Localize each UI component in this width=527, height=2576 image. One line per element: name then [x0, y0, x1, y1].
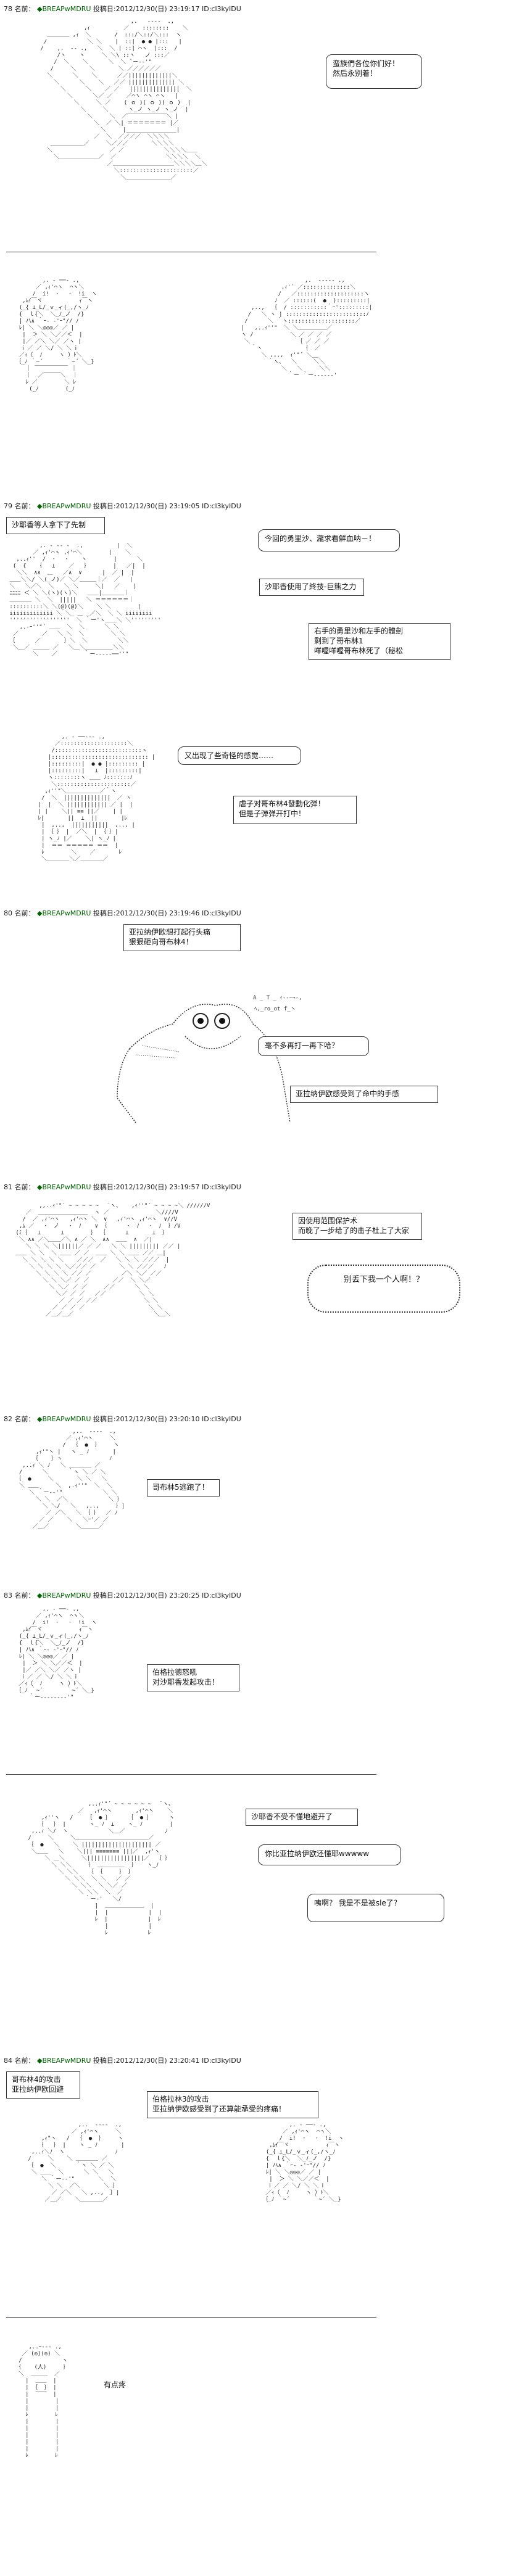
ascii-art-fleeing-goblin: ,.. -‐‐- ., ／ ,ｨ'⌒ヽ ＼ / ｛ ● ｝ ヽ ,ｨ'"ヽ | … — [15, 1429, 125, 1530]
post-author-link[interactable]: ◆BREAPwMDRU — [37, 502, 91, 510]
narration-box: 亚拉纳伊欧感受到了命中的手感 — [290, 1086, 438, 1103]
post-date: 投稿日:2012/12/30(日) 23:19:46 — [93, 909, 200, 917]
speech-bubble: 又出现了些奇怪的感觉…… — [178, 746, 301, 765]
section-divider — [6, 1774, 376, 1775]
speech-bubble: 你比亚拉纳伊欧还懂耶wwwww — [258, 1844, 401, 1865]
ascii-art-group: ,,..ｨ'"´ ~ ~ ~ ~ ~ ｀ﾞヽ、 ,ｨ''"´ ~ ~ ~ ~＼ … — [15, 1203, 210, 1318]
post-author-link[interactable]: ◆BREAPwMDRU — [37, 1183, 91, 1191]
post-name-label: 名前： — [14, 2057, 35, 2065]
speech-bubble: 咦啊？ 我是不是被sle了？ — [307, 1894, 444, 1922]
narration-box: 因使用范围保护术 而晚了一步给了的击子杜上了大家 — [293, 1213, 422, 1240]
post-id: ID:cl3kyIDU — [202, 1415, 241, 1423]
narration-box: 沙耶香使用了終技‐巨熊之力 — [259, 579, 364, 596]
ascii-art-small-figure: ,..ｰ‐‐- ., ／ (◎)(◎) ＼ / ヽ ｛ (人) ｝ ＼ ＿＿＿ … — [15, 2344, 69, 2459]
post-author-link[interactable]: ◆BREAPwMDRU — [37, 1415, 91, 1423]
post-name-label: 名前： — [14, 1183, 35, 1191]
ascii-art-goblin-leader: ,. - ──- ., ／ ,ｨ'⌒ヽ ⌒ヽ＼ / i! ･ ･ !i ヽ ,ﾑ… — [15, 1606, 98, 1701]
post-date: 投稿日:2012/12/30(日) 23:19:17 — [93, 5, 200, 13]
post-author-link[interactable]: ◆BREAPwMDRU — [37, 2057, 91, 2065]
narration-box: 右手的勇里沙和左手的體劍 剩到了哥布林1 咩喔咩喔哥布林死了（秘松 — [309, 623, 450, 660]
speech-bubble: 毫不多再打一再下哈？ — [258, 1036, 369, 1056]
post-id: ID:cl3kyIDU — [202, 909, 241, 917]
ascii-art-goblin-bottom-left: ,.. -‐‐- ., ／ ,ｨ'⌒ヽ ＼ ,ｨ"ヽ / ｛ ● ｝ ヽ ｛ ｝… — [28, 2122, 125, 2203]
post-date: 投稿日:2012/12/30(日) 23:20:10 — [93, 1415, 200, 1423]
post-header-82: 82 名前： ◆BREAPwMDRU 投稿日:2012/12/30(日) 23:… — [4, 1414, 241, 1424]
speech-bubble: 今回的勇里沙、瀧求看鮮血呐－！ — [258, 529, 400, 551]
narration-box: 虐子对哥布林4發動化弹！ 但是子弹弹开打中！ — [233, 796, 357, 824]
narration-box: 亚拉纳伊欧想打起行头痛 狠狠砸向哥布林4！ — [123, 924, 241, 951]
post-id: ID:cl3kyIDU — [202, 1183, 241, 1191]
narration-box: 伯格拉林3的攻击 亚拉纳伊欧感受到了还算能承受的疼痛！ — [147, 2091, 318, 2118]
post-author-link[interactable]: ◆BREAPwMDRU — [37, 5, 91, 13]
post-name-label: 名前： — [14, 5, 35, 13]
ascii-art-characters-left: ,. - ──- ., ／ ,ｨ'⌒ヽ ⌒ヽ＼ / i! ･ ･ !i ヽ ,ﾑ… — [15, 278, 98, 392]
post-number: 79 — [4, 502, 12, 510]
narration-box: 哥布林4的攻击 亚拉纳伊欧回避 — [6, 2071, 80, 2099]
post-number: 82 — [4, 1415, 12, 1423]
post-id: ID:cl3kyIDU — [202, 502, 241, 510]
narration-box: 哥布林5逃跑了！ — [147, 1479, 220, 1496]
post-header-79: 79 名前： ◆BREAPwMDRU 投稿日:2012/12/30(日) 23:… — [4, 501, 241, 511]
narration-box: 伯格拉德怒吼 对沙耶香发起攻击！ — [147, 1664, 239, 1691]
ascii-art-dodge-scene: ,..ｨ'"´ ~ ~ ~ ~ ~ ~ ｀ﾞヽ、 ／ ,ｨ'⌒ヽ ,ｨ'⌒ヽ ＼… — [28, 1801, 175, 1936]
post-date: 投稿日:2012/12/30(日) 23:20:25 — [93, 1591, 200, 1600]
svg-text:A _ T _ ｨ--ｰ¬-,: A _ T _ ｨ--ｰ¬-, — [253, 995, 302, 1001]
ascii-art-hooded-figure: ,. - ──‐‐- ., ／::::::::::::::::::::＼ /::… — [38, 734, 156, 862]
post-number: 80 — [4, 909, 12, 917]
caption-text: 有点疼 — [104, 2380, 127, 2389]
post-header-81: 81 名前： ◆BREAPwMDRU 投稿日:2012/12/30(日) 23:… — [4, 1182, 241, 1192]
post-date: 投稿日:2012/12/30(日) 23:20:41 — [93, 2057, 200, 2065]
post-date: 投稿日:2012/12/30(日) 23:19:57 — [93, 1183, 200, 1191]
narration-box: 沙耶香等人拿下了先制 — [6, 517, 105, 534]
post-name-label: 名前： — [14, 909, 35, 917]
ascii-art-stage: ,. ‐‐‐- ., ,ｨ ／ :::::::: ＼ ＿＿＿＿ ,ｨ ＼ / :… — [40, 19, 207, 181]
post-date: 投稿日:2012/12/30(日) 23:19:05 — [93, 502, 200, 510]
ascii-art-characters-right: ,. ----- ., ,ｨ'´ ／::::::::::::::＼ / ／:::… — [241, 278, 372, 379]
post-number: 84 — [4, 2057, 12, 2065]
post-id: ID:cl3kyIDU — [202, 1591, 241, 1600]
ascii-art-goblin-bottom-right: ,. - ──- ., ／ ,ｨ'⌒ヽ ⌒ヽ＼ / i! ･ ･ !i ヽ ,ﾑ… — [262, 2122, 344, 2203]
post-header-80: 80 名前： ◆BREAPwMDRU 投稿日:2012/12/30(日) 23:… — [4, 908, 241, 918]
narration-box: 沙耶香不受不懂地避开了 — [246, 1809, 358, 1826]
speech-bubble: 蛮族們各位你们好！ 然后永别着！ — [326, 54, 422, 89]
post-id: ID:cl3kyIDU — [202, 2057, 241, 2065]
post-header-83: 83 名前： ◆BREAPwMDRU 投稿日:2012/12/30(日) 23:… — [4, 1590, 241, 1600]
post-author-link[interactable]: ◆BREAPwMDRU — [37, 909, 91, 917]
ascii-art-battle: ,. - ‐‐ - ., | ＼ ／ ,ｨ'⌒ヽ ,ｨ'⌒＼ | ＼ ,..ｨ'… — [9, 543, 161, 658]
post-name-label: 名前： — [14, 502, 35, 510]
post-number: 81 — [4, 1183, 12, 1191]
post-number: 78 — [4, 5, 12, 13]
post-author-link[interactable]: ◆BREAPwMDRU — [37, 1591, 91, 1600]
post-header-84: 84 名前： ◆BREAPwMDRU 投稿日:2012/12/30(日) 23:… — [4, 2055, 241, 2065]
post-header-78: 78 名前： ◆BREAPwMDRU 投稿日:2012/12/30(日) 23:… — [4, 4, 241, 14]
post-name-label: 名前： — [14, 1415, 35, 1423]
shout-bubble: 别丢下我一个人啊！？ — [307, 1265, 460, 1313]
post-id: ID:cl3kyIDU — [202, 5, 241, 13]
section-divider — [6, 2317, 376, 2318]
svg-text:ﾍ,_ro_ot f_ヽ: ﾍ,_ro_ot f_ヽ — [254, 1006, 296, 1012]
post-name-label: 名前： — [14, 1591, 35, 1600]
post-number: 83 — [4, 1591, 12, 1600]
